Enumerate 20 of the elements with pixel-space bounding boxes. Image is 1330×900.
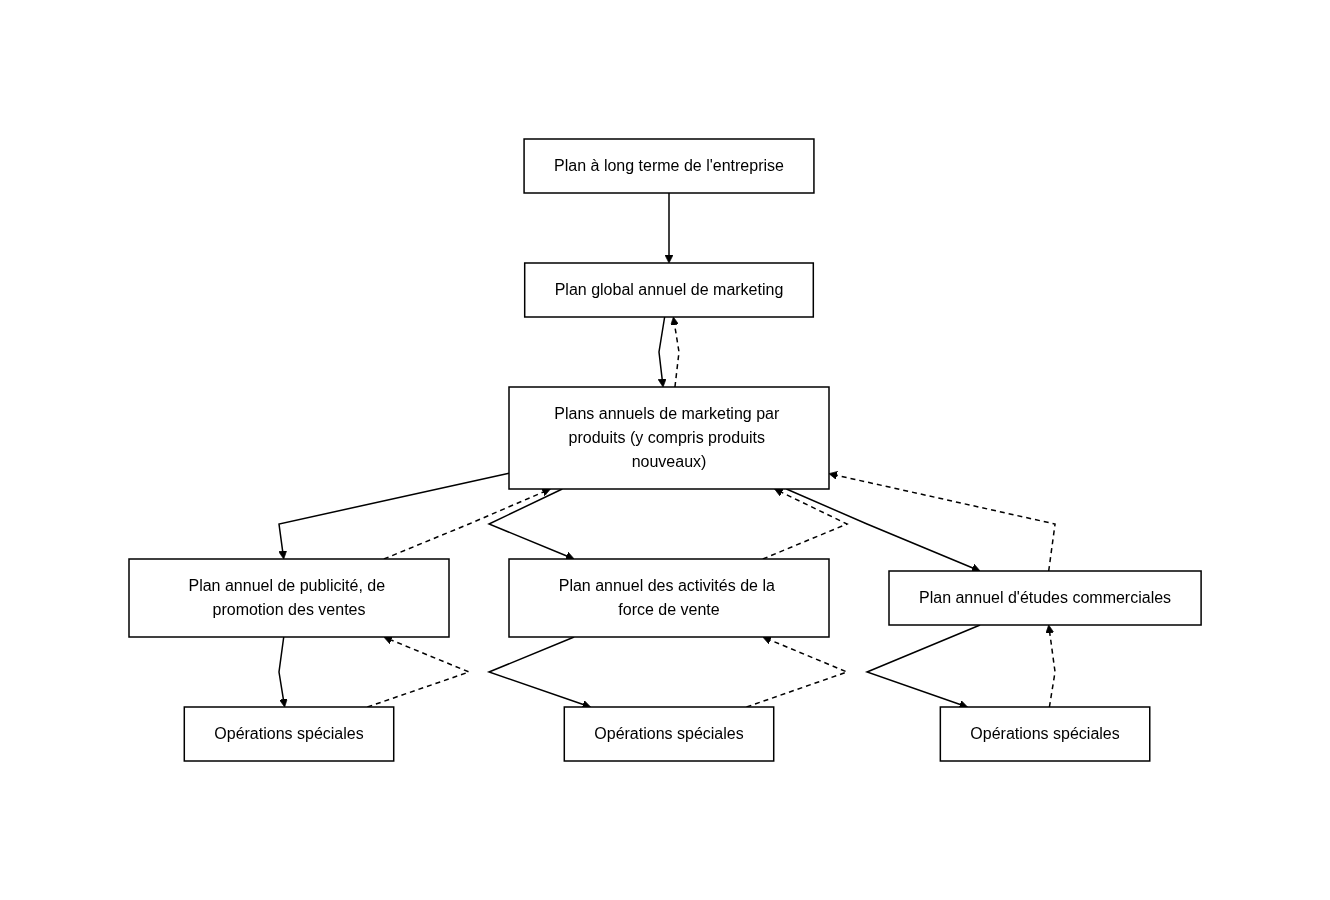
node-box: Plan global annuel de marketing [523, 262, 814, 318]
node-box: Plan annuel d'études commerciales [888, 570, 1202, 626]
node-box: Plan annuel des activités de la force de vente [508, 558, 830, 638]
node-box: Opérations spéciales [939, 706, 1151, 762]
arrow [278, 636, 288, 708]
arrow [1045, 624, 1056, 708]
arrow [664, 192, 674, 264]
arrow [487, 488, 575, 561]
arrow [762, 488, 849, 560]
node-box: Opérations spéciales [563, 706, 775, 762]
arrow [864, 624, 981, 709]
arrow [657, 316, 667, 388]
arrow [383, 488, 551, 560]
arrow [670, 316, 680, 388]
node-box: Plan à long terme de l'entreprise [523, 138, 815, 194]
node-box: Plans annuels de marketing par produits (y compris produits nouveaux) [508, 386, 830, 490]
node-box: Opérations spéciales [183, 706, 395, 762]
node-box: Plan annuel de publicité, de promotion des ventes [128, 558, 450, 638]
arrow [486, 636, 591, 709]
arrow [828, 471, 1056, 572]
